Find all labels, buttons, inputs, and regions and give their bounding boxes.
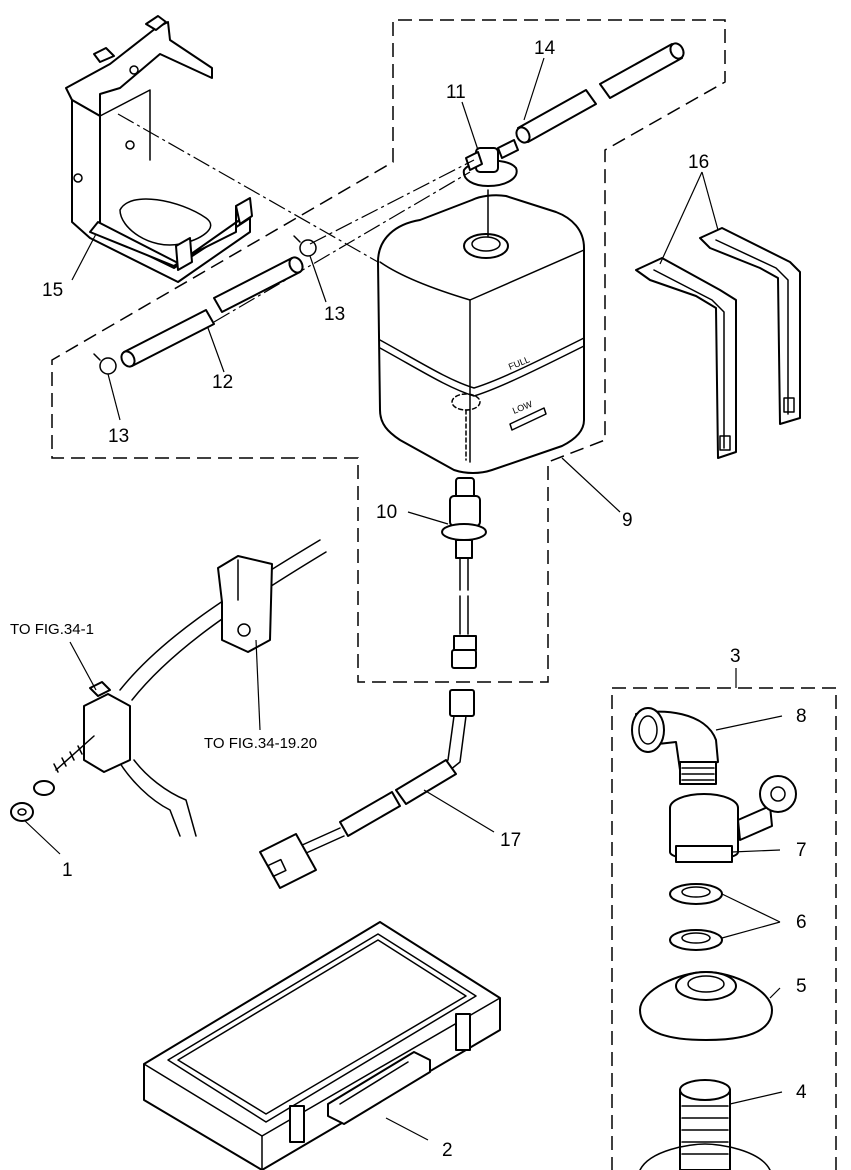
sensor-harness — [259, 689, 475, 889]
centerline-upper-hose — [309, 159, 475, 245]
callout-14: 14 — [534, 38, 556, 59]
ref-fig-34-1: TO FIG.34-1 — [10, 621, 94, 638]
gasket-washer — [639, 971, 773, 1041]
callout-5: 5 — [796, 976, 807, 997]
threaded-nipple — [639, 1079, 771, 1170]
tank-braces — [635, 227, 801, 459]
callout-10: 10 — [376, 502, 397, 523]
callout-8: 8 — [796, 706, 807, 727]
reservoir-tank: FULL LOW — [377, 194, 585, 474]
callout-7: 7 — [796, 840, 807, 861]
elbow-fitting — [631, 707, 719, 785]
callout-3: 3 — [730, 646, 741, 667]
centerline-bracket-tank — [117, 113, 379, 263]
group-boundary-tank-assembly — [51, 19, 726, 683]
lock-nuts — [669, 883, 723, 951]
tool-box — [143, 921, 501, 1170]
callout-9: 9 — [622, 510, 633, 531]
callout-15: 15 — [42, 280, 63, 301]
tank-cap — [462, 139, 519, 237]
hose-12 — [120, 256, 304, 368]
callout-13-upper: 13 — [324, 304, 345, 325]
callout-13-lower: 13 — [108, 426, 129, 447]
callout-17: 17 — [500, 830, 521, 851]
centerline-hose-cap — [213, 171, 471, 323]
callout-16: 16 — [688, 152, 709, 173]
ref-fig-34-19-20: TO FIG.34-19.20 — [204, 735, 317, 752]
tank-bracket — [65, 15, 253, 283]
stop-valve — [669, 775, 797, 863]
callout-12: 12 — [212, 372, 233, 393]
hose-clamp-upper — [293, 235, 317, 257]
callout-2: 2 — [442, 1140, 453, 1161]
callout-6: 6 — [796, 912, 807, 933]
level-sensor — [441, 477, 487, 669]
callout-11: 11 — [446, 82, 466, 103]
hose-14 — [515, 42, 685, 144]
leader-lines — [23, 57, 783, 1141]
callout-4: 4 — [796, 1082, 807, 1103]
group-boundary-valve-kit — [611, 687, 837, 1170]
callout-1: 1 — [62, 860, 73, 881]
harness-clip-assembly — [10, 539, 327, 837]
hose-clamp-lower — [93, 353, 117, 375]
